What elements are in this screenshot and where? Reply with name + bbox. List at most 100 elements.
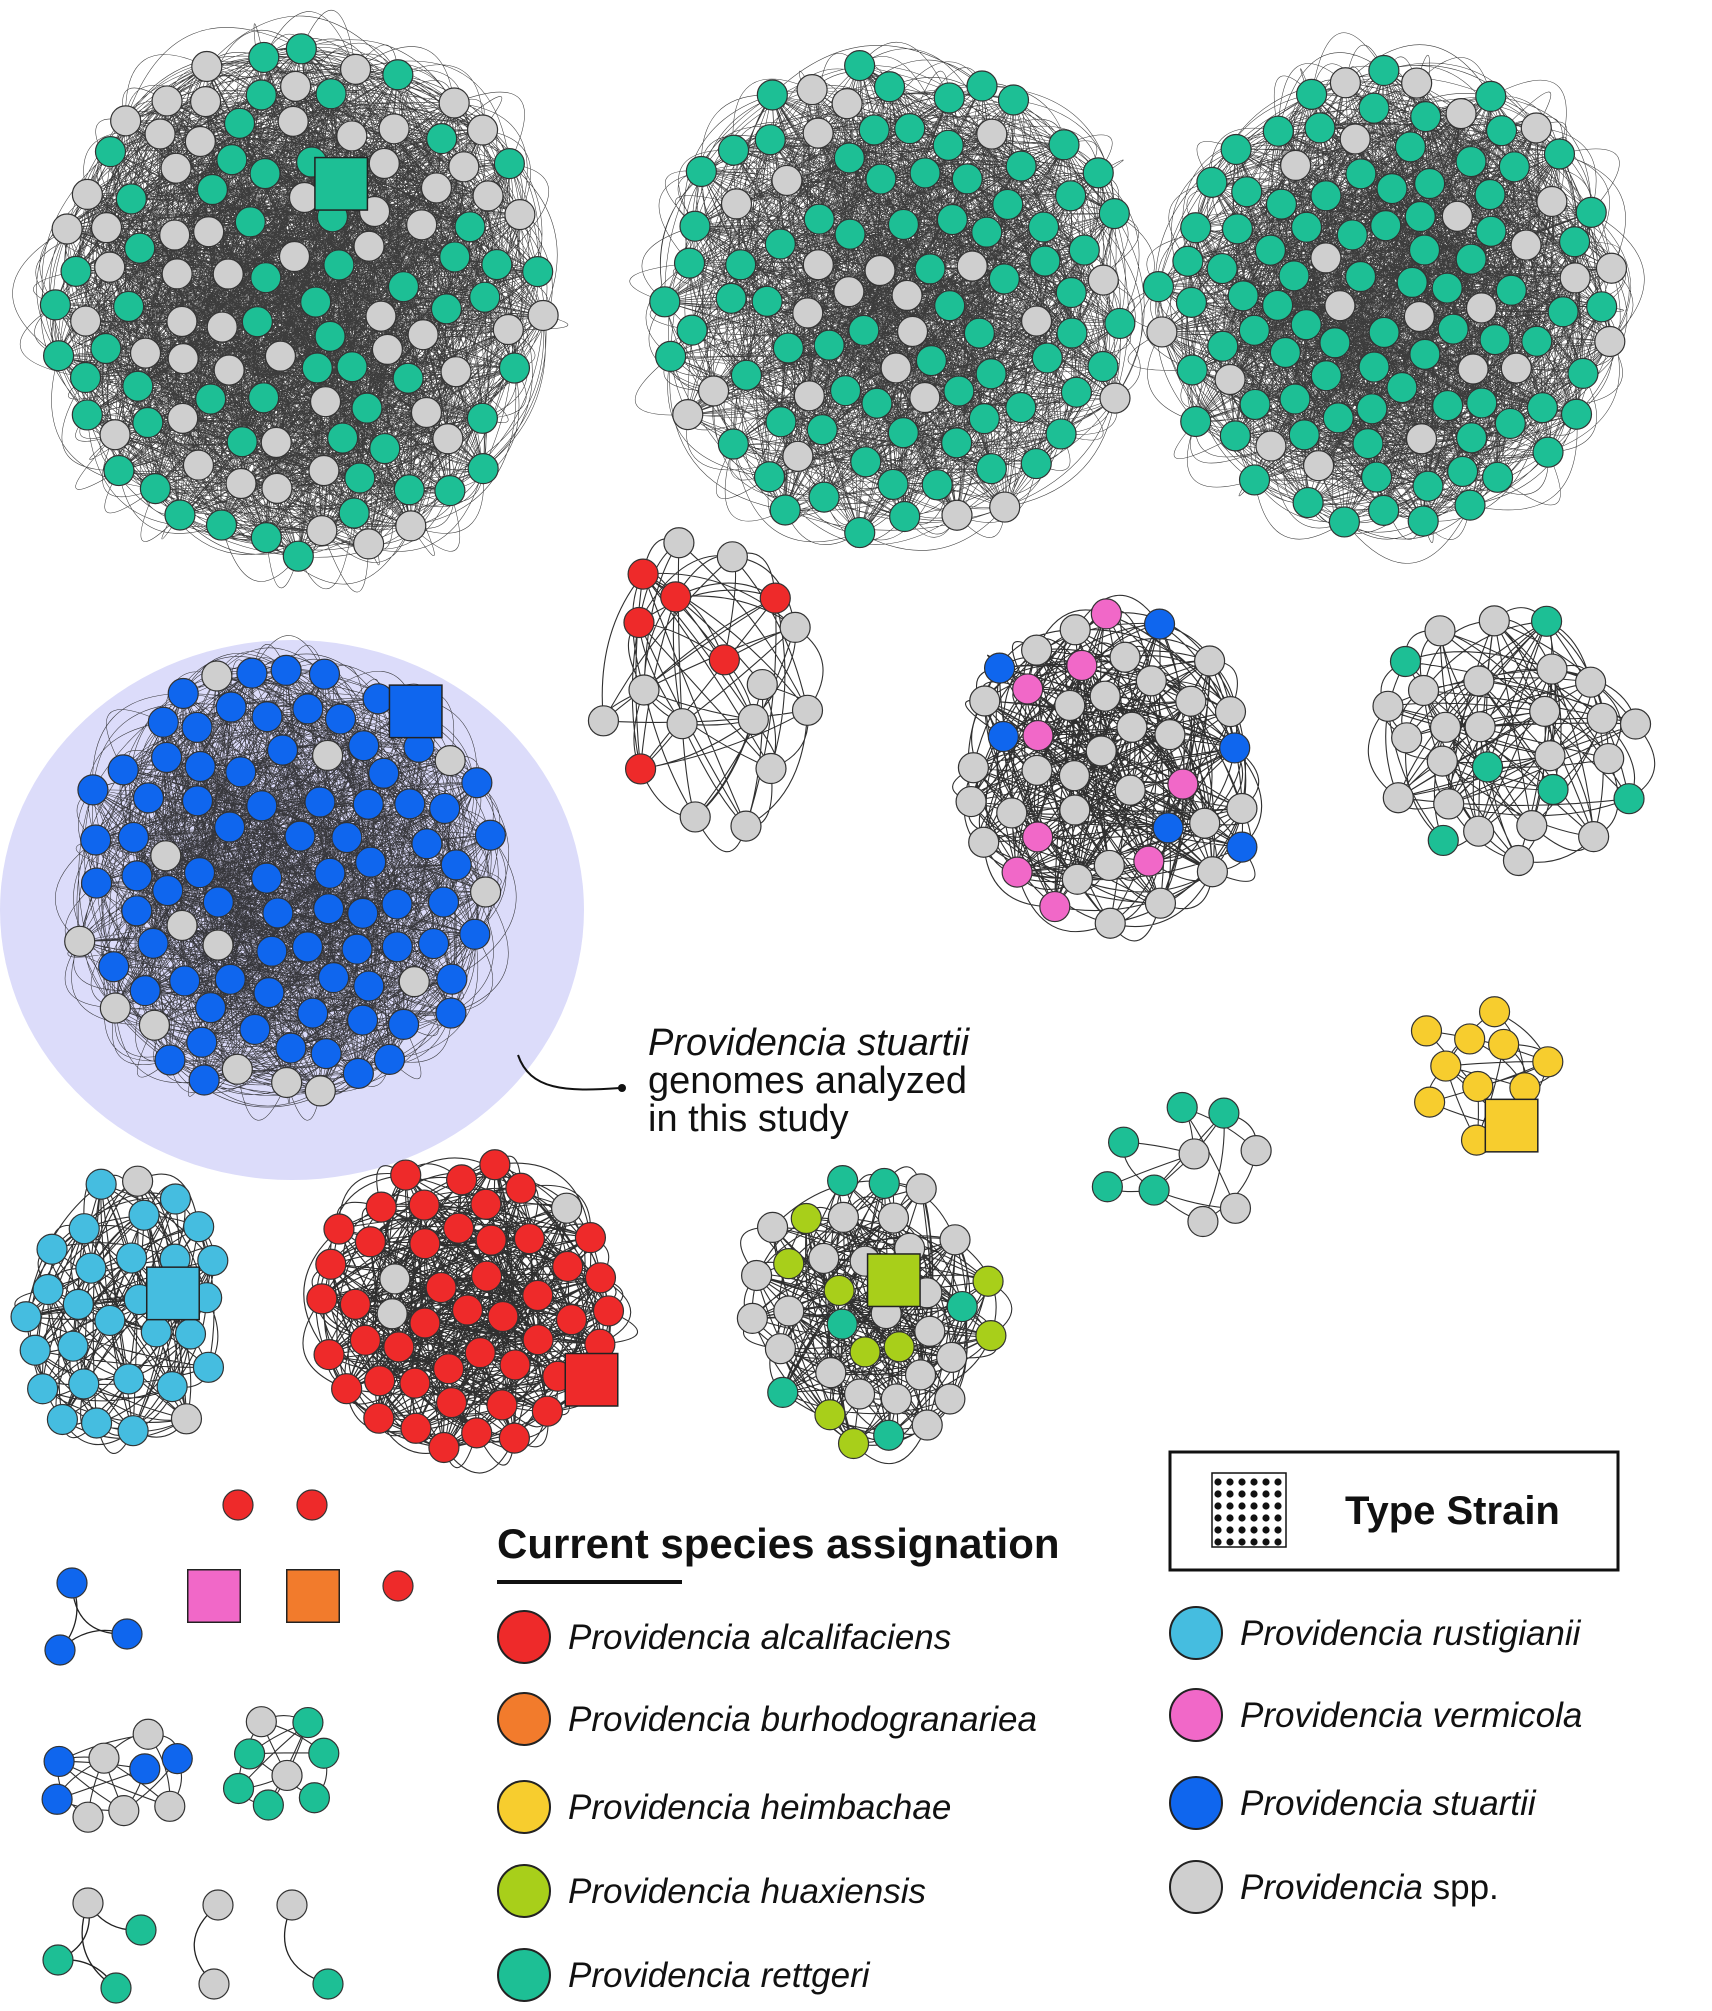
legend-item-rustigianii: Providencia rustigianii [1169, 1606, 1582, 1660]
legend-swatch-stuartii [1169, 1776, 1223, 1830]
rettgeri-node [1176, 354, 1208, 386]
rettgeri-node [730, 359, 763, 391]
stuartii-node [331, 821, 363, 854]
spp-node [306, 514, 338, 547]
spp-node [1339, 123, 1371, 155]
stuartii-node [459, 918, 491, 950]
rustigianii-node [32, 1273, 64, 1306]
vermicola-node [1001, 856, 1033, 888]
spp-node [99, 419, 131, 451]
rettgeri-node [933, 82, 965, 114]
rustigianii-type-strain-node [145, 1266, 200, 1321]
rettgeri-node [90, 332, 122, 365]
rettgeri-node [767, 1376, 799, 1409]
spp-node [132, 1718, 164, 1750]
alcalifaciens-node [479, 1149, 511, 1181]
spp-node [159, 219, 191, 251]
type-strain-label: Type Strain [1345, 1489, 1560, 1533]
rustigianii-node [68, 1213, 100, 1245]
rettgeri-node [327, 422, 359, 454]
rustigianii-node [68, 1368, 100, 1400]
spp-node [339, 53, 372, 85]
spp-node [1463, 815, 1495, 847]
spp-node [955, 785, 987, 818]
spp-node [909, 381, 941, 414]
spp-node [470, 876, 502, 908]
rettgeri-node [1356, 393, 1388, 425]
stuartii-node [308, 658, 341, 690]
huaxiensis-node [814, 1399, 846, 1431]
rettgeri-node [1404, 200, 1436, 233]
rettgeri-node [250, 262, 282, 294]
stuartii-node [275, 1032, 307, 1064]
spp-node [432, 423, 464, 455]
annotation-dot [618, 1084, 626, 1092]
rettgeri-node [338, 497, 370, 529]
huaxiensis-node [837, 1427, 870, 1460]
spp-node [791, 694, 824, 726]
stuartii-node [411, 828, 443, 860]
alcalifaciens-node [331, 1373, 363, 1405]
spp-node [448, 151, 480, 183]
spp-node [1114, 774, 1146, 806]
stuartii-node [1152, 812, 1184, 844]
rettgeri-node [1108, 1126, 1140, 1158]
rettgeri-node [1031, 342, 1063, 374]
alcalifaciens-node [400, 1412, 432, 1444]
rettgeri-node [1521, 325, 1553, 357]
spp-node [260, 426, 292, 459]
rettgeri-node [1068, 234, 1100, 266]
stuartii-node [270, 654, 302, 687]
alcalifaciens-node [339, 1288, 371, 1320]
legend-item-alcalifaciens: Providencia alcalifaciens [497, 1610, 951, 1664]
spp-node [1324, 290, 1356, 322]
spp-node [1619, 708, 1652, 740]
spp-node [72, 1801, 104, 1833]
stuartii-node [41, 1783, 73, 1815]
alcalifaciens-node [522, 1324, 554, 1356]
spp-node [880, 1383, 912, 1415]
rettgeri-node [222, 1772, 255, 1805]
spp-node [891, 279, 923, 312]
spp-node [1302, 450, 1335, 482]
spp-node [1520, 112, 1552, 144]
spp-node [771, 164, 803, 197]
spp-node [1054, 689, 1086, 722]
spp-node [1502, 844, 1535, 877]
rettgeri-node [1454, 489, 1486, 521]
rustigianii-node [46, 1403, 79, 1436]
spp-node [1226, 792, 1258, 825]
legend-item-stuartii: Providencia stuartii [1169, 1776, 1537, 1830]
rettgeri-node [887, 417, 919, 449]
spp-node [1240, 1134, 1272, 1167]
spp-node [213, 354, 245, 386]
spp-node [1144, 887, 1177, 919]
heimbachae-node [1414, 1086, 1446, 1118]
rettgeri-node [226, 426, 258, 458]
rettgeri-node [1543, 138, 1576, 170]
spp-node [167, 402, 199, 434]
spp-node [1529, 695, 1561, 727]
spp-node [184, 125, 216, 158]
rettgeri-node [298, 1782, 331, 1814]
alcalifaciens-node [627, 558, 659, 590]
rettgeri-node [1414, 167, 1446, 200]
rettgeri-node [803, 203, 835, 235]
stuartii-node [417, 927, 450, 960]
spp-node [271, 1759, 303, 1792]
rettgeri-node [865, 163, 897, 195]
spp-node [353, 528, 385, 560]
stuartii-node [117, 821, 150, 854]
rettgeri-node [1055, 180, 1087, 212]
rettgeri-node [808, 481, 840, 513]
rettgeri-node [1091, 1171, 1123, 1203]
stuartii-node [373, 1043, 406, 1076]
legend-item-vermicola: Providencia vermicola [1169, 1688, 1582, 1742]
rettgeri-node [850, 446, 882, 478]
rettgeri-node [282, 540, 314, 572]
spp-node [368, 147, 400, 180]
spp-node [905, 1173, 937, 1205]
rettgeri-node [69, 361, 102, 394]
spp-node [201, 660, 233, 692]
rettgeri-node [772, 332, 804, 364]
